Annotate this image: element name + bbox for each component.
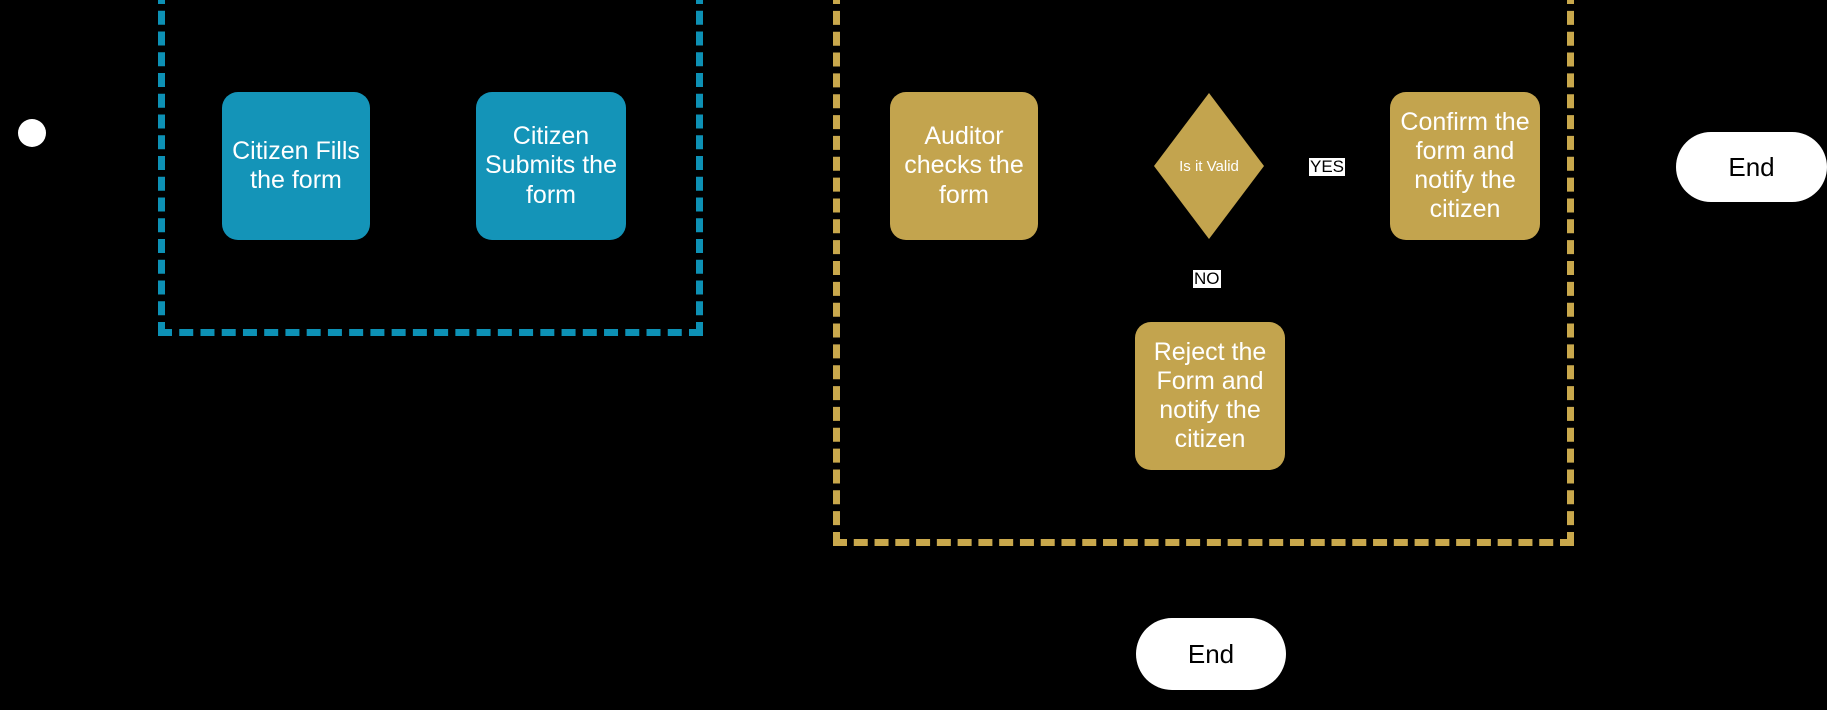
end-node-bottom[interactable]: End — [1136, 618, 1286, 690]
node-auditor-checks-the-form[interactable]: Auditor checks the form — [890, 92, 1038, 240]
edge-label-no: NO — [1193, 269, 1221, 288]
edge-label-yes: YES — [1309, 157, 1346, 176]
decision-label: Is it Valid — [1179, 157, 1239, 175]
node-citizen-submits-the-form[interactable]: Citizen Submits the form — [476, 92, 626, 240]
swimlane-auditor — [833, 0, 1574, 546]
decision-is-it-valid[interactable]: Is it Valid — [1154, 93, 1264, 239]
node-citizen-fills-the-form[interactable]: Citizen Fills the form — [222, 92, 370, 240]
end-node-right[interactable]: End — [1676, 132, 1827, 202]
node-reject-form-and-notify-citizen[interactable]: Reject the Form and notify the citizen — [1135, 322, 1285, 470]
swimlane-citizen — [158, 0, 703, 336]
start-node[interactable] — [18, 119, 46, 147]
node-confirm-form-and-notify-citizen[interactable]: Confirm the form and notify the citizen — [1390, 92, 1540, 240]
